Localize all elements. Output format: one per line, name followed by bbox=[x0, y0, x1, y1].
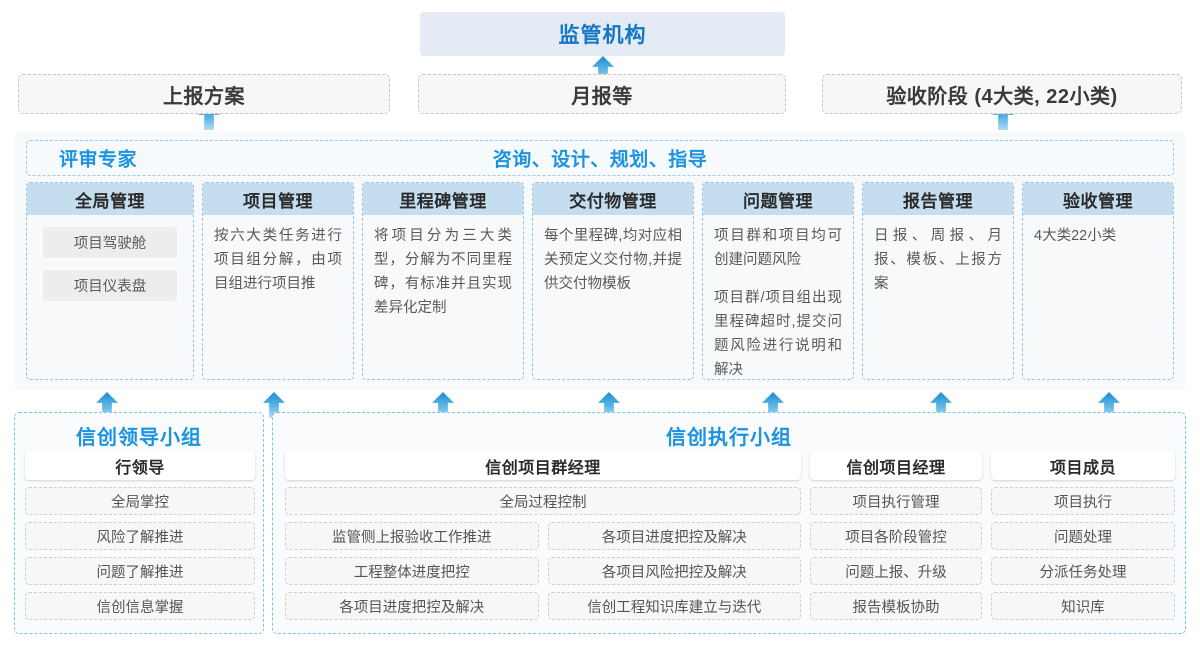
list-item[interactable]: 项目各阶段管控 bbox=[810, 522, 982, 550]
card-paragraph: 日报、周报、月报、模板、上报方案 bbox=[874, 228, 1002, 292]
card-issue-management[interactable]: 问题管理 项目群和项目均可创建问题风险 项目群/项目组出现里程碑超时,提交问题风… bbox=[702, 182, 854, 380]
card-paragraph: 每个里程碑,均对应相关预定义交付物,并提供交付物模板 bbox=[544, 228, 682, 292]
management-panel: 评审专家 咨询、设计、规划、指导 全局管理 项目驾驶舱 项目仪表盘 项目管理 按… bbox=[14, 132, 1186, 390]
card-paragraph: 项目群和项目均可创建问题风险 bbox=[714, 228, 842, 268]
role-header: 信创项目群经理 bbox=[285, 451, 801, 480]
advisor-center-label: 咨询、设计、规划、指导 bbox=[492, 149, 708, 171]
leader-group-panel: 信创领导小组 行领导 全局掌控 风险了解推进 问题了解推进 信创信息掌握 bbox=[14, 412, 264, 634]
list-item[interactable]: 问题上报、升级 bbox=[810, 557, 982, 585]
regulator-label: 监管机构 bbox=[558, 24, 647, 47]
list-item[interactable]: 全局掌控 bbox=[25, 487, 255, 515]
leader-group-title: 信创领导小组 bbox=[76, 427, 202, 449]
list-item[interactable]: 知识库 bbox=[991, 592, 1175, 620]
card-title: 项目管理 bbox=[203, 183, 353, 215]
card-chip[interactable]: 项目驾驶舱 bbox=[43, 227, 177, 258]
leader-group-column: 行领导 全局掌控 风险了解推进 问题了解推进 信创信息掌握 bbox=[25, 451, 255, 627]
exec-group-panel: 信创执行小组 信创项目群经理 全局过程控制 监管侧上报验收工作推进 工程整体进度… bbox=[272, 412, 1186, 634]
card-paragraph: 按六大类任务进行项目组分解，由项目组进行项目推 bbox=[214, 228, 342, 292]
list-item[interactable]: 全局过程控制 bbox=[285, 487, 801, 515]
card-global-management[interactable]: 全局管理 项目驾驶舱 项目仪表盘 bbox=[26, 182, 194, 380]
card-paragraph: 项目群/项目组出现里程碑超时,提交问题风险进行说明和解决 bbox=[714, 290, 842, 378]
report-label: 月报等 bbox=[571, 85, 633, 108]
advisor-left-label: 评审专家 bbox=[59, 149, 138, 171]
card-paragraph: 将项目分为三大类型，分解为不同里程碑，有标准并且实现差异化定制 bbox=[374, 228, 512, 316]
list-item[interactable]: 报告模板协助 bbox=[810, 592, 982, 620]
regulator-box: 监管机构 bbox=[420, 12, 785, 56]
list-item[interactable]: 问题了解推进 bbox=[25, 557, 255, 585]
report-box-monthly: 月报等 bbox=[418, 74, 786, 114]
program-manager-right-column: 各项目进度把控及解决 各项目风险把控及解决 信创工程知识库建立与迭代 bbox=[547, 522, 801, 627]
project-manager-block: 信创项目经理 项目执行管理 项目各阶段管控 问题上报、升级 报告模板协助 bbox=[810, 451, 982, 627]
management-cards: 全局管理 项目驾驶舱 项目仪表盘 项目管理 按六大类任务进行项目组分解，由项目组… bbox=[26, 182, 1174, 380]
card-acceptance-management[interactable]: 验收管理 4大类22小类 bbox=[1022, 182, 1174, 380]
list-item[interactable]: 信创工程知识库建立与迭代 bbox=[547, 592, 801, 620]
list-item[interactable]: 信创信息掌握 bbox=[25, 592, 255, 620]
list-item[interactable]: 监管侧上报验收工作推进 bbox=[285, 522, 539, 550]
project-member-block: 项目成员 项目执行 问题处理 分派任务处理 知识库 bbox=[991, 451, 1175, 627]
card-title: 报告管理 bbox=[863, 183, 1013, 215]
role-header: 行领导 bbox=[25, 451, 255, 480]
card-title: 验收管理 bbox=[1023, 183, 1173, 215]
exec-group-columns: 信创项目群经理 全局过程控制 监管侧上报验收工作推进 工程整体进度把控 各项目进… bbox=[285, 451, 1175, 627]
list-item[interactable]: 工程整体进度把控 bbox=[285, 557, 539, 585]
list-item[interactable]: 分派任务处理 bbox=[991, 557, 1175, 585]
card-title: 问题管理 bbox=[703, 183, 853, 215]
report-row: 上报方案 月报等 验收阶段 (4大类, 22小类) bbox=[0, 74, 1200, 114]
role-header: 信创项目经理 bbox=[810, 451, 982, 480]
card-project-management[interactable]: 项目管理 按六大类任务进行项目组分解，由项目组进行项目推 bbox=[202, 182, 354, 380]
list-item[interactable]: 问题处理 bbox=[991, 522, 1175, 550]
card-title: 全局管理 bbox=[27, 183, 193, 215]
program-manager-left-column: 监管侧上报验收工作推进 工程整体进度把控 各项目进度把控及解决 bbox=[285, 522, 539, 627]
card-title: 交付物管理 bbox=[533, 183, 693, 215]
advisor-bar: 评审专家 咨询、设计、规划、指导 bbox=[26, 140, 1174, 176]
list-item[interactable]: 各项目进度把控及解决 bbox=[547, 522, 801, 550]
report-label: 上报方案 bbox=[163, 85, 245, 108]
report-label: 验收阶段 (4大类, 22小类) bbox=[886, 85, 1118, 108]
list-item[interactable]: 各项目风险把控及解决 bbox=[547, 557, 801, 585]
list-item[interactable]: 各项目进度把控及解决 bbox=[285, 592, 539, 620]
list-item[interactable]: 风险了解推进 bbox=[25, 522, 255, 550]
role-header: 项目成员 bbox=[991, 451, 1175, 480]
list-item[interactable]: 项目执行管理 bbox=[810, 487, 982, 515]
report-box-plan: 上报方案 bbox=[18, 74, 390, 114]
card-milestone-management[interactable]: 里程碑管理 将项目分为三大类型，分解为不同里程碑，有标准并且实现差异化定制 bbox=[362, 182, 524, 380]
list-item[interactable]: 项目执行 bbox=[991, 487, 1175, 515]
card-paragraph: 4大类22小类 bbox=[1034, 228, 1117, 244]
exec-group-title: 信创执行小组 bbox=[666, 427, 792, 449]
card-deliverable-management[interactable]: 交付物管理 每个里程碑,均对应相关预定义交付物,并提供交付物模板 bbox=[532, 182, 694, 380]
card-chip[interactable]: 项目仪表盘 bbox=[43, 270, 177, 301]
card-title: 里程碑管理 bbox=[363, 183, 523, 215]
program-manager-block: 信创项目群经理 全局过程控制 监管侧上报验收工作推进 工程整体进度把控 各项目进… bbox=[285, 451, 801, 627]
card-report-management[interactable]: 报告管理 日报、周报、月报、模板、上报方案 bbox=[862, 182, 1014, 380]
report-box-acceptance: 验收阶段 (4大类, 22小类) bbox=[822, 74, 1182, 114]
